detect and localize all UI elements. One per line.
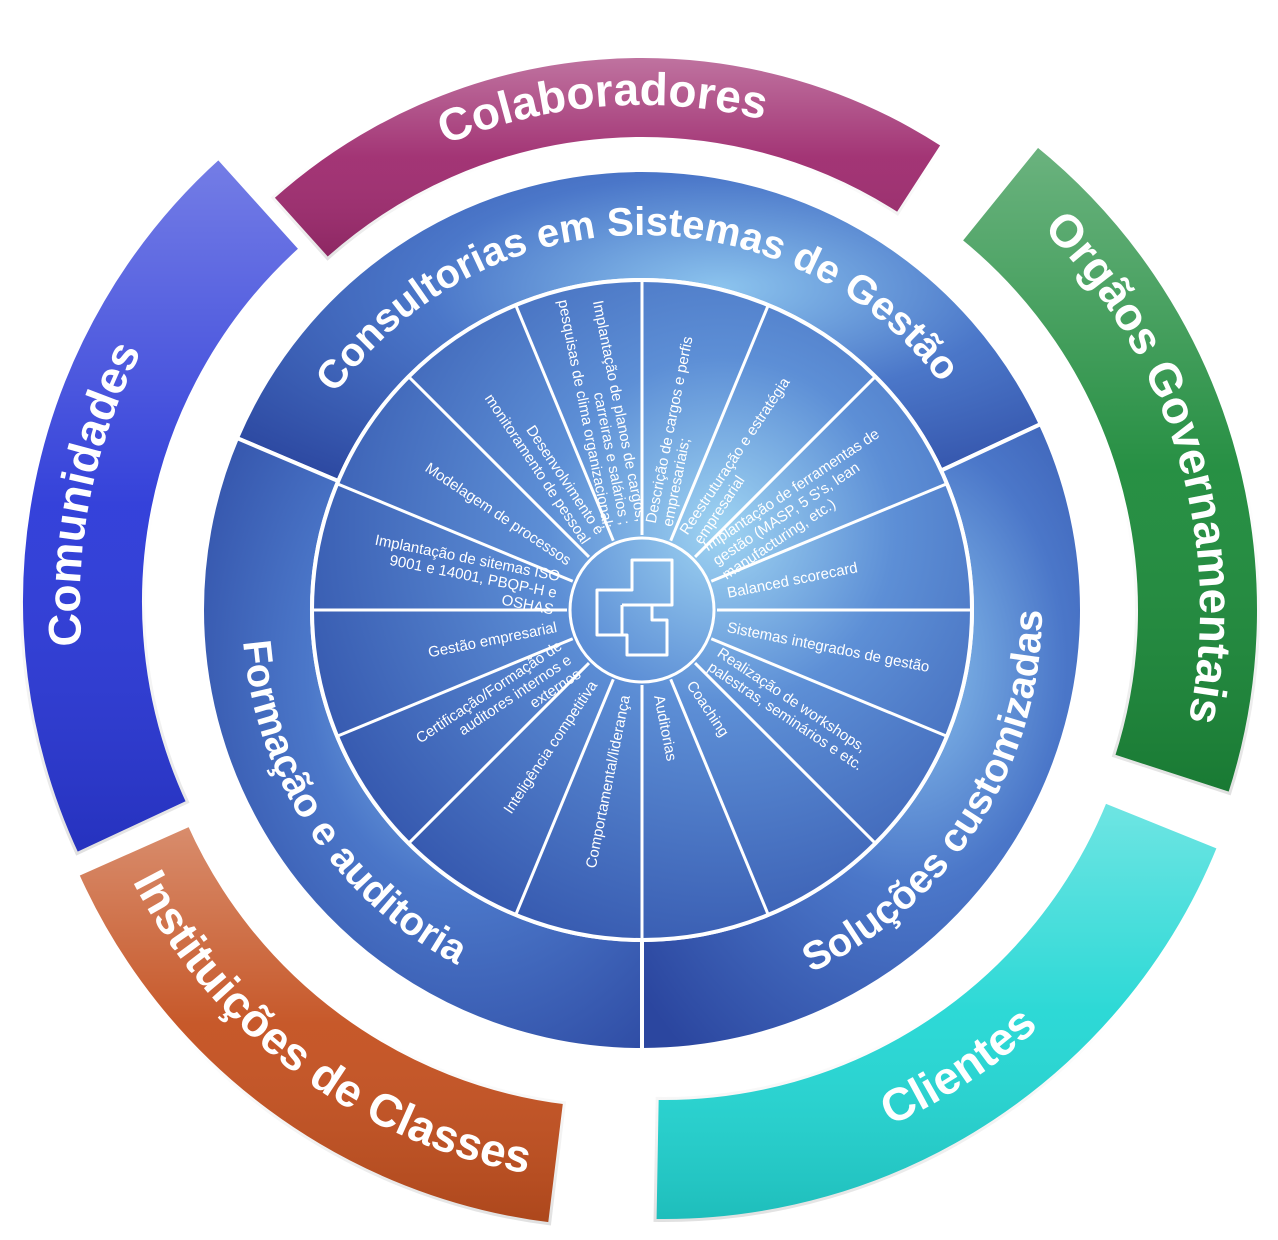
outer-segment-gloss bbox=[958, 143, 1261, 796]
spokes bbox=[312, 280, 972, 940]
outer-segment-1 bbox=[954, 139, 1263, 800]
logo-detail bbox=[620, 603, 652, 635]
outer-segment-gloss bbox=[653, 799, 1221, 1223]
spoke-line bbox=[693, 375, 877, 559]
logo-ring bbox=[568, 536, 716, 684]
spoke-line bbox=[336, 482, 574, 583]
outer-segment-3 bbox=[71, 819, 570, 1229]
outer-ring bbox=[17, 52, 1263, 1229]
logo-shape bbox=[595, 558, 674, 657]
spoke-line bbox=[710, 637, 948, 738]
spoke-line bbox=[514, 304, 615, 542]
spoke-line bbox=[710, 482, 948, 583]
outer-segment-gloss bbox=[75, 823, 567, 1226]
spoke-line bbox=[693, 661, 877, 845]
outer-segment-gloss bbox=[270, 55, 945, 261]
spoke-line bbox=[514, 678, 615, 916]
spoke-line bbox=[407, 661, 591, 845]
spoke-line bbox=[336, 637, 574, 738]
outer-segment-gloss bbox=[19, 156, 303, 856]
outer-segment-4 bbox=[17, 151, 307, 860]
spoke-line bbox=[669, 304, 770, 542]
spoke-line bbox=[407, 375, 591, 559]
spoke-line bbox=[669, 678, 770, 916]
outer-segment-2 bbox=[650, 796, 1225, 1225]
outer-segment-0 bbox=[266, 52, 949, 265]
logo-icon bbox=[568, 536, 716, 684]
